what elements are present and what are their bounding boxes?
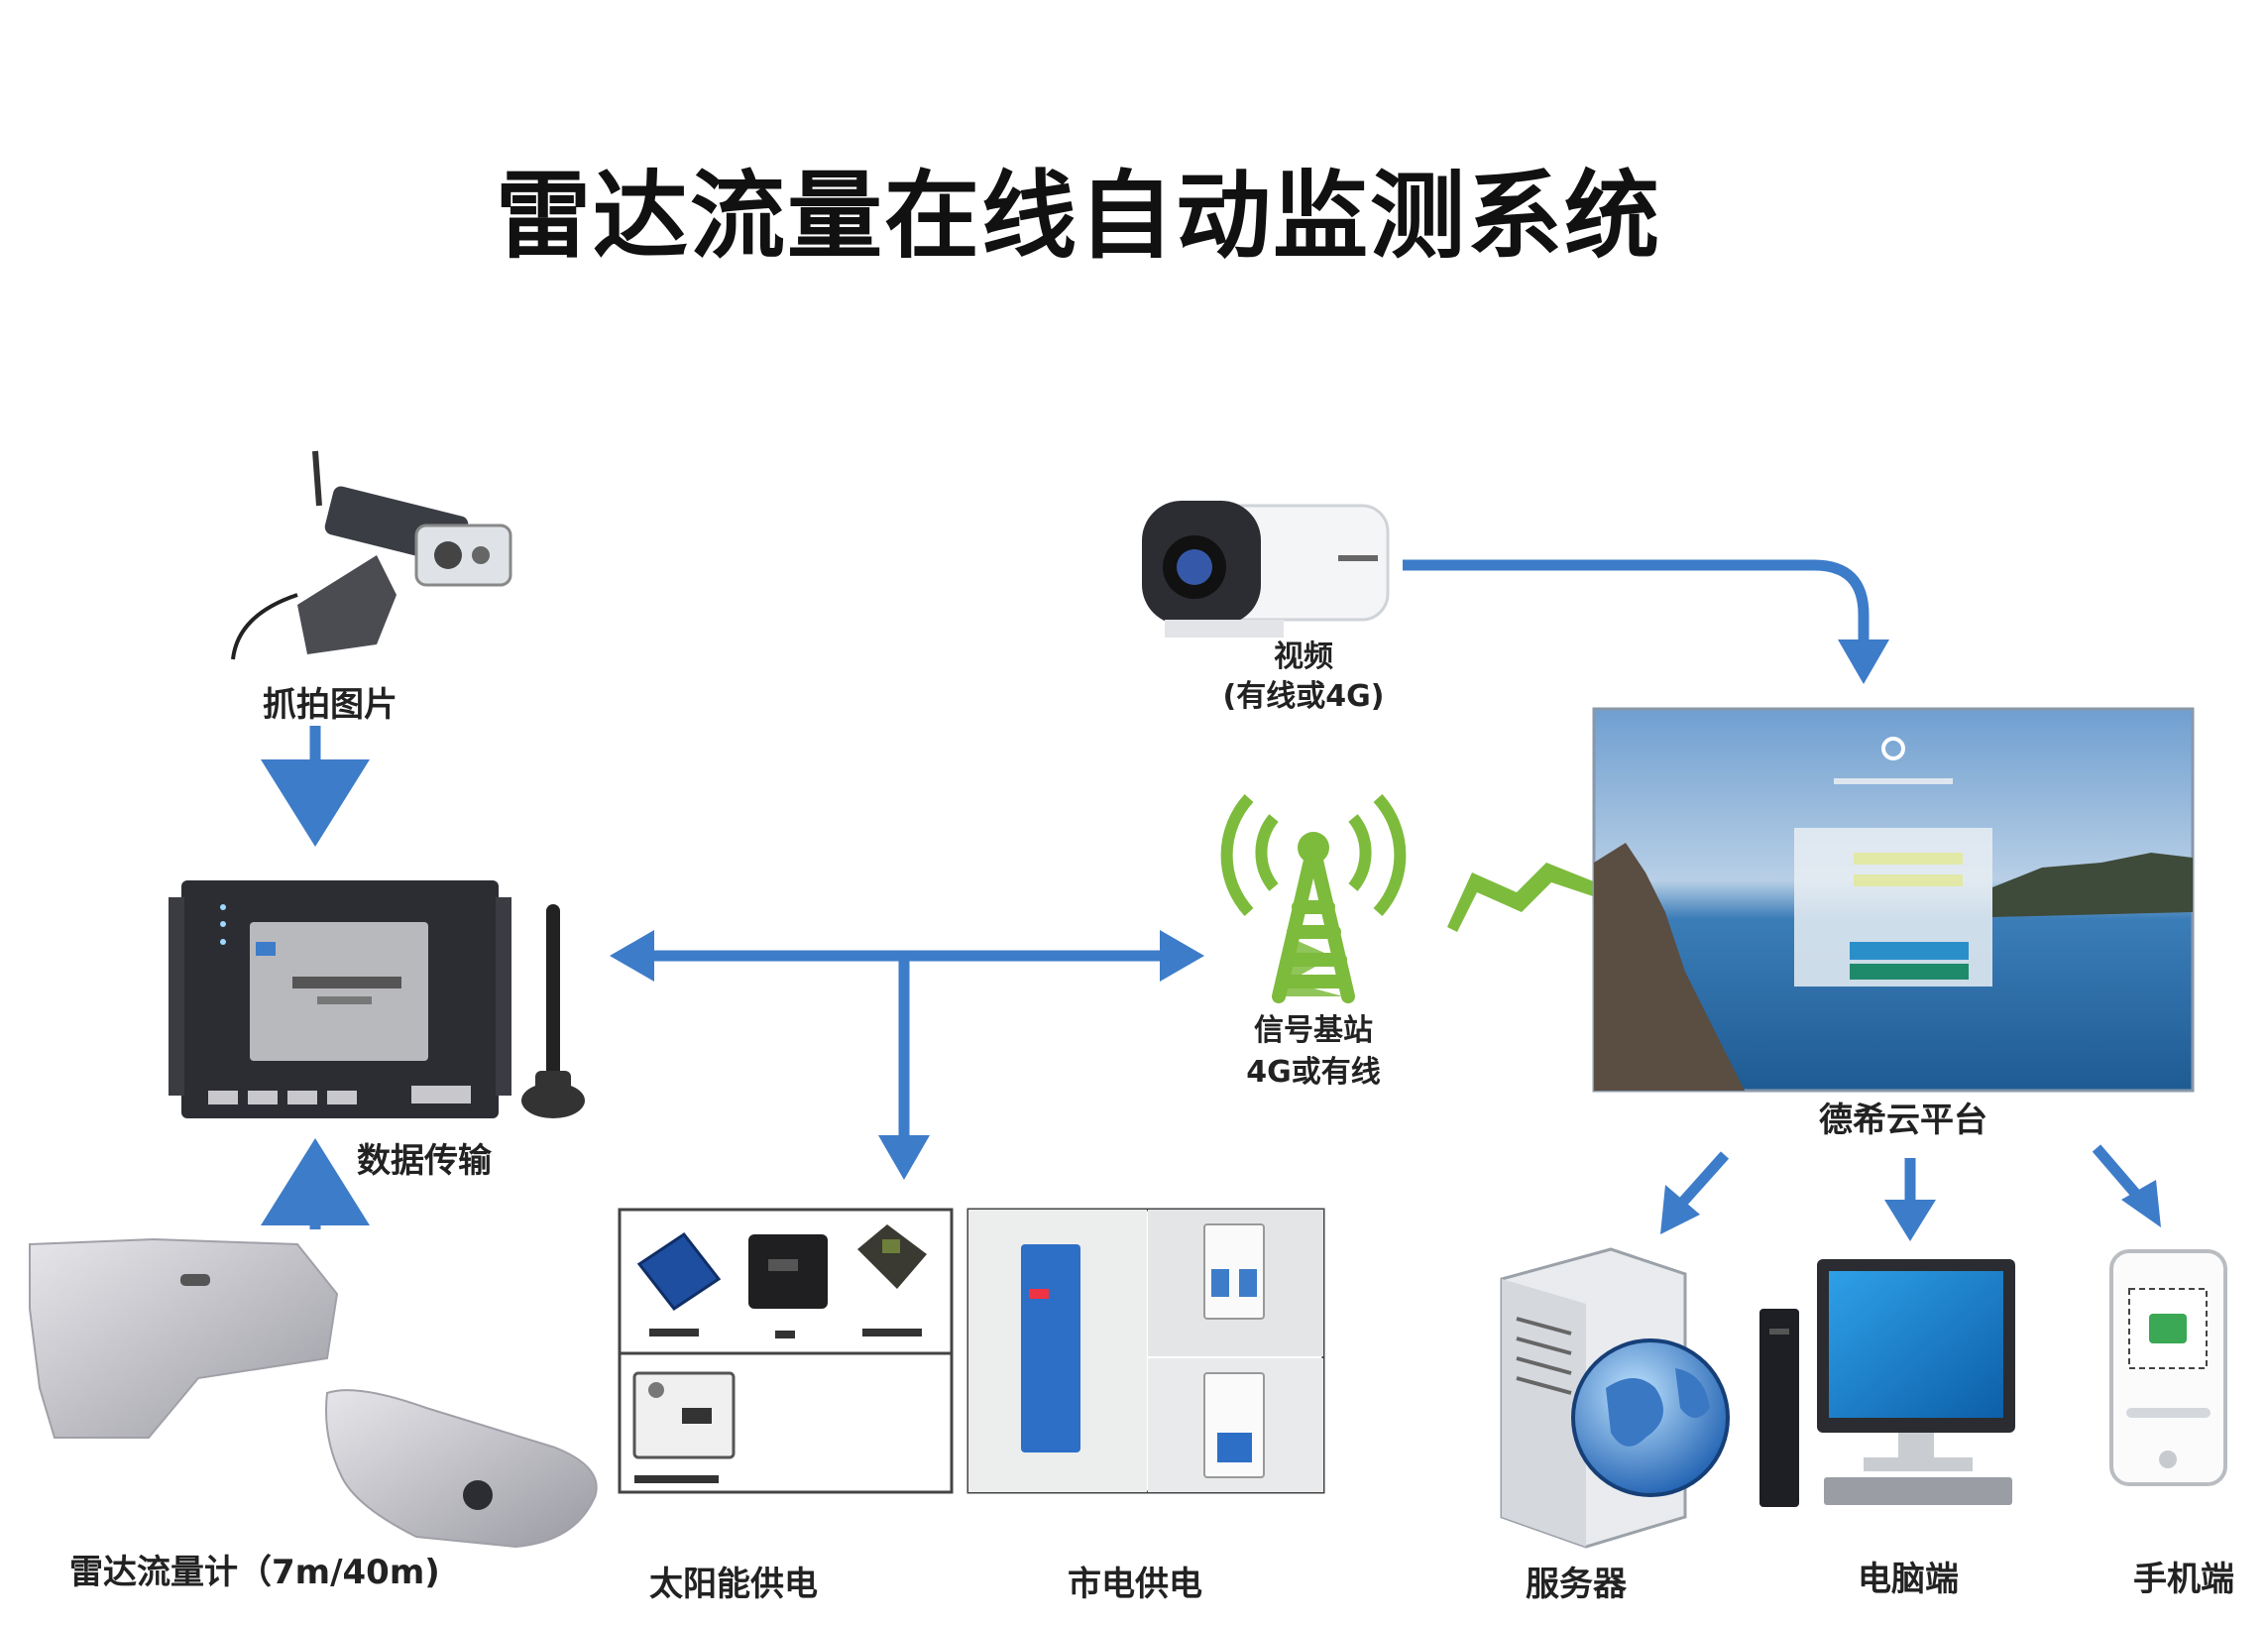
capture-label: 抓拍图片 [263,685,397,725]
arrow-video-to-cloud [1403,559,1889,684]
rtu-device-icon [169,880,511,1118]
cloud-screen-icon [1592,707,2195,1093]
radar-sensor-icon [29,1237,598,1549]
controller-icon [857,1224,927,1289]
base-station-label-line2: 4G或有线 [1246,1055,1381,1090]
video-label-line1: 视频 [1274,639,1333,674]
arrow-cloud-to-server [1660,1151,1730,1234]
mains-power-label: 市电供电 [1068,1565,1202,1604]
mobile-label: 手机端 [2133,1560,2234,1599]
antenna-icon [521,904,585,1118]
wireless-bolt-icon [1447,863,1596,932]
solar-power-label: 太阳能供电 [649,1565,818,1604]
solar-power-panel [618,1208,954,1494]
page-title: 雷达流量在线自动监测系统 [496,161,1661,272]
arrow-cloud-to-mobile [2092,1144,2161,1227]
arrow-to-power [878,956,930,1180]
power-supply-icon [1021,1244,1080,1452]
mains-power-panel [966,1208,1325,1494]
radar-camera-icon [231,450,512,660]
signal-tower-icon [1220,793,1407,1003]
pc-label: 电脑端 [1858,1560,1959,1599]
radar-meter-label: 雷达流量计（7m/40m) [69,1553,440,1592]
arrow-cloud-to-pc [1884,1158,1936,1241]
bullet-camera-icon [1142,501,1390,638]
power-supply-icon [632,1371,736,1459]
video-label-line2: (有线或4G) [1222,679,1385,714]
cloud-platform-label: 德希云平台 [1819,1101,1987,1140]
data-transmission-label: 数据传输 [357,1141,492,1181]
breaker-icon [1203,1223,1265,1478]
desktop-pc-icon [1759,1259,2015,1507]
server-label: 服务器 [1526,1565,1627,1604]
globe-icon [1571,1338,1730,1497]
solar-panel-icon [636,1231,722,1312]
phone-icon [2109,1249,2227,1486]
battery-icon [748,1234,828,1309]
base-station-label-line1: 信号基站 [1254,1013,1373,1048]
